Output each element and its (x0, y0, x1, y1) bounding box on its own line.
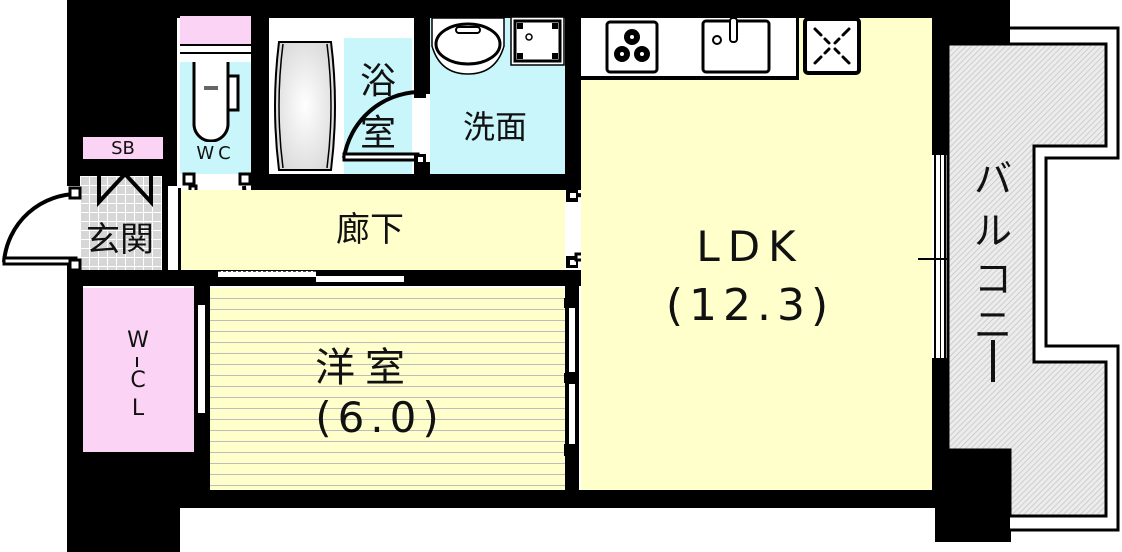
entrance-floor (80, 176, 162, 271)
ldk-label: LDK (696, 222, 804, 271)
wic-label-l: L (131, 396, 145, 421)
hallway-floor (181, 190, 565, 270)
window-center-mark (918, 258, 964, 260)
wall-bath-wash-lower (414, 162, 430, 174)
ldk-area: (12.3) (665, 280, 835, 331)
wic-label-separator (136, 357, 138, 367)
washing-machine-pan-icon (510, 16, 565, 66)
kitchen-sink-icon (701, 18, 771, 74)
hallway-ldk-doorway (565, 192, 579, 268)
window-sash-line (940, 155, 941, 358)
bathroom-label-1: 浴 (359, 61, 396, 102)
balcony-northeast-block (946, 0, 1010, 44)
wall-entrance-hall-divider (162, 180, 168, 270)
wall-south (180, 490, 940, 508)
wic-label-c: C (130, 368, 146, 393)
wall-wic-south (67, 452, 210, 492)
entrance-door-icon[interactable] (0, 186, 86, 272)
toilet-icon (192, 62, 240, 142)
wic-doorway[interactable] (198, 305, 205, 413)
walk-in-closet-floor (83, 288, 194, 452)
wic-label-w: W (127, 328, 149, 353)
entrance-label: 玄関 (86, 220, 154, 260)
balcony-label-ru: ル (973, 209, 1012, 253)
washroom-label: 洗面 (462, 108, 527, 146)
sliding-door-rail[interactable] (218, 271, 316, 277)
bathroom-door-icon[interactable] (340, 84, 430, 170)
sliding-door-panel[interactable] (316, 276, 404, 282)
wall-toilet-east (251, 18, 269, 190)
wall-wet-hallway (251, 174, 581, 190)
shoe-box-doors-icon (95, 160, 157, 208)
balcony-label-ba: バ (973, 157, 1012, 201)
balcony-label-long-vowel (991, 340, 995, 382)
ldk-floor (581, 18, 932, 490)
room-ldk-sliding-door-2[interactable] (569, 384, 575, 448)
refrigerator-space-icon (803, 17, 861, 75)
gas-stove-icon (605, 20, 659, 74)
wall-north (67, 0, 945, 18)
toilet-shelf (180, 16, 251, 44)
wall-wash-ldk (565, 0, 581, 190)
balcony-southeast-block (946, 450, 1010, 542)
bathtub-icon (274, 41, 336, 171)
room-ldk-door-jamb-3 (564, 444, 578, 456)
wall-bath-wash (414, 18, 430, 94)
western-room-floor (210, 288, 565, 490)
toilet-shelf-gap (180, 44, 251, 54)
shoe-box: SB (83, 137, 163, 159)
toilet-doorway (188, 174, 244, 188)
room-ldk-door-jamb-2 (564, 373, 578, 383)
balcony-label-ko: コ (973, 257, 1012, 301)
balcony-label-ni: ニ (973, 303, 1012, 347)
hallway-label: 廊下 (336, 210, 404, 250)
washbasin-icon (431, 17, 505, 75)
entrance-step (168, 188, 181, 273)
room-ldk-sliding-door-1[interactable] (569, 306, 575, 372)
toilet-label: WC (196, 143, 235, 164)
shoe-box-label: SB (111, 138, 135, 159)
western-room-area: (6.0) (315, 393, 445, 442)
bathroom-label-2: 室 (359, 113, 396, 154)
balcony-outline (946, 26, 1120, 532)
room-ldk-door-jamb-1 (564, 298, 578, 308)
western-room-label: 洋室 (315, 345, 415, 391)
